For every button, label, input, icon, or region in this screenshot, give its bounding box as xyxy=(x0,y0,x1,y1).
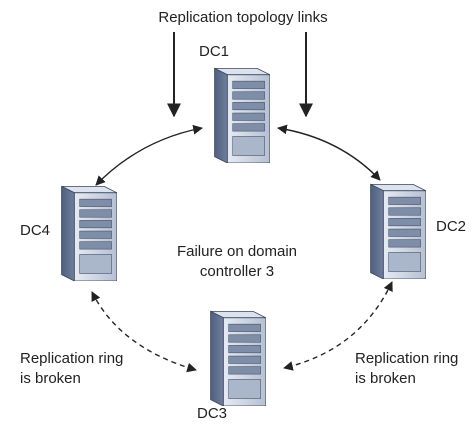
server-dc2: DC2 xyxy=(370,183,466,279)
broken-left-line2: is broken xyxy=(20,370,81,387)
server-label-dc4: DC4 xyxy=(20,222,50,239)
broken-left-line1: Replication ring xyxy=(20,350,123,367)
failure-note-line2: controller 3 xyxy=(200,263,274,280)
broken-right-line1: Replication ring xyxy=(355,350,458,367)
server-label-dc2: DC2 xyxy=(436,218,466,235)
server-dc1: DC1 xyxy=(199,43,270,163)
server-dc3: DC3 xyxy=(197,310,266,422)
failure-note-line1: Failure on domain xyxy=(177,243,297,260)
server-dc4: DC4 xyxy=(20,185,117,281)
diagram-title: Replication topology links xyxy=(158,9,327,26)
server-label-dc1: DC1 xyxy=(199,43,229,60)
link-dc1-dc4 xyxy=(95,124,203,186)
link-dc1-dc2 xyxy=(277,124,381,181)
server-label-dc3: DC3 xyxy=(197,405,227,422)
broken-link-dc4-dc3 xyxy=(91,291,197,373)
broken-right-line2: is broken xyxy=(355,370,416,387)
